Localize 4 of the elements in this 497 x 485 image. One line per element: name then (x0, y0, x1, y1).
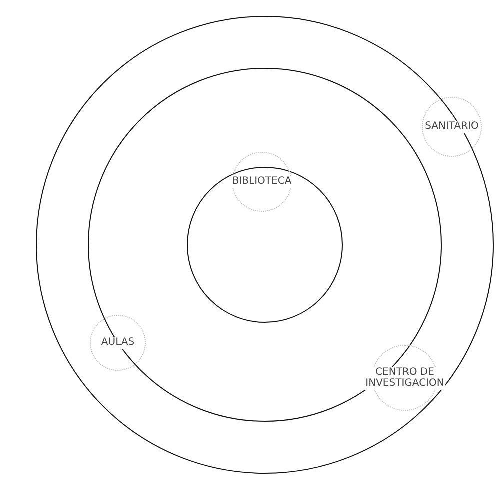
location-label: BIBLIOTECA (231, 176, 293, 188)
location-label: SANITARIO (424, 121, 480, 133)
location-label: CENTRO DE INVESTIGACION (364, 366, 446, 390)
location-label: AULAS (100, 337, 136, 349)
